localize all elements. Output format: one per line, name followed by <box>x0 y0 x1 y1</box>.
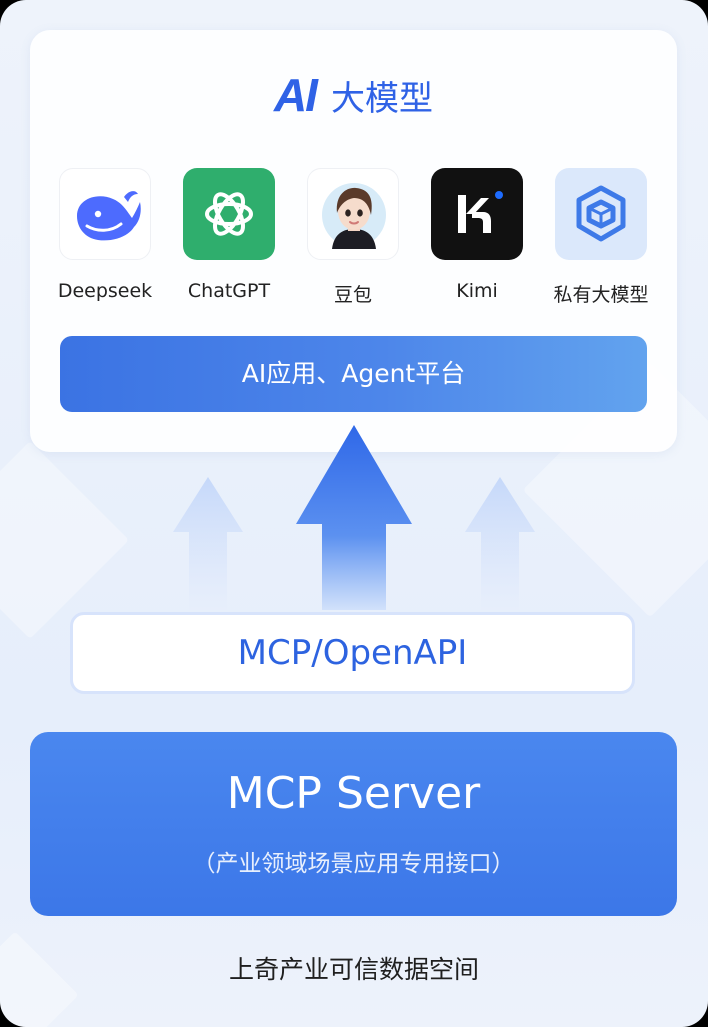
private-model-cube-icon <box>555 168 647 260</box>
kimi-k-icon <box>431 168 523 260</box>
model-label: ChatGPT <box>187 280 271 302</box>
model-deepseek: Deepseek <box>45 168 165 302</box>
ai-logo: AI <box>273 69 318 121</box>
model-label: Kimi <box>456 280 498 302</box>
footer-label: 上奇产业可信数据空间 <box>228 955 479 984</box>
model-private: 私有大模型 <box>541 168 661 307</box>
mcp-server-title: MCP Server <box>226 768 481 819</box>
model-label: 豆包 <box>333 284 372 306</box>
ai-models-panel: AI 大模型 Deepseek <box>30 30 677 452</box>
model-label: Deepseek <box>57 280 153 302</box>
model-doubao: 豆包 <box>293 168 413 307</box>
section-title: AI 大模型 <box>30 68 677 121</box>
model-kimi: Kimi <box>417 168 537 302</box>
left-up-arrow <box>173 477 243 610</box>
model-chatgpt: ChatGPT <box>169 168 289 302</box>
center-up-arrow <box>296 425 412 610</box>
agent-platform-bar: AI应用、Agent平台 <box>60 336 647 412</box>
model-label: 私有大模型 <box>553 284 649 306</box>
chatgpt-knot-icon <box>183 168 275 260</box>
mcp-server-box: MCP Server （产业领域场景应用专用接口） <box>30 732 677 916</box>
mcp-openapi-box: MCP/OpenAPI <box>70 612 635 694</box>
doubao-avatar-icon <box>307 168 399 260</box>
deepseek-whale-icon <box>59 168 151 260</box>
mcp-server-subtitle: （产业领域场景应用专用接口） <box>192 851 515 877</box>
right-up-arrow <box>465 477 535 610</box>
section-title-text: 大模型 <box>331 78 434 119</box>
